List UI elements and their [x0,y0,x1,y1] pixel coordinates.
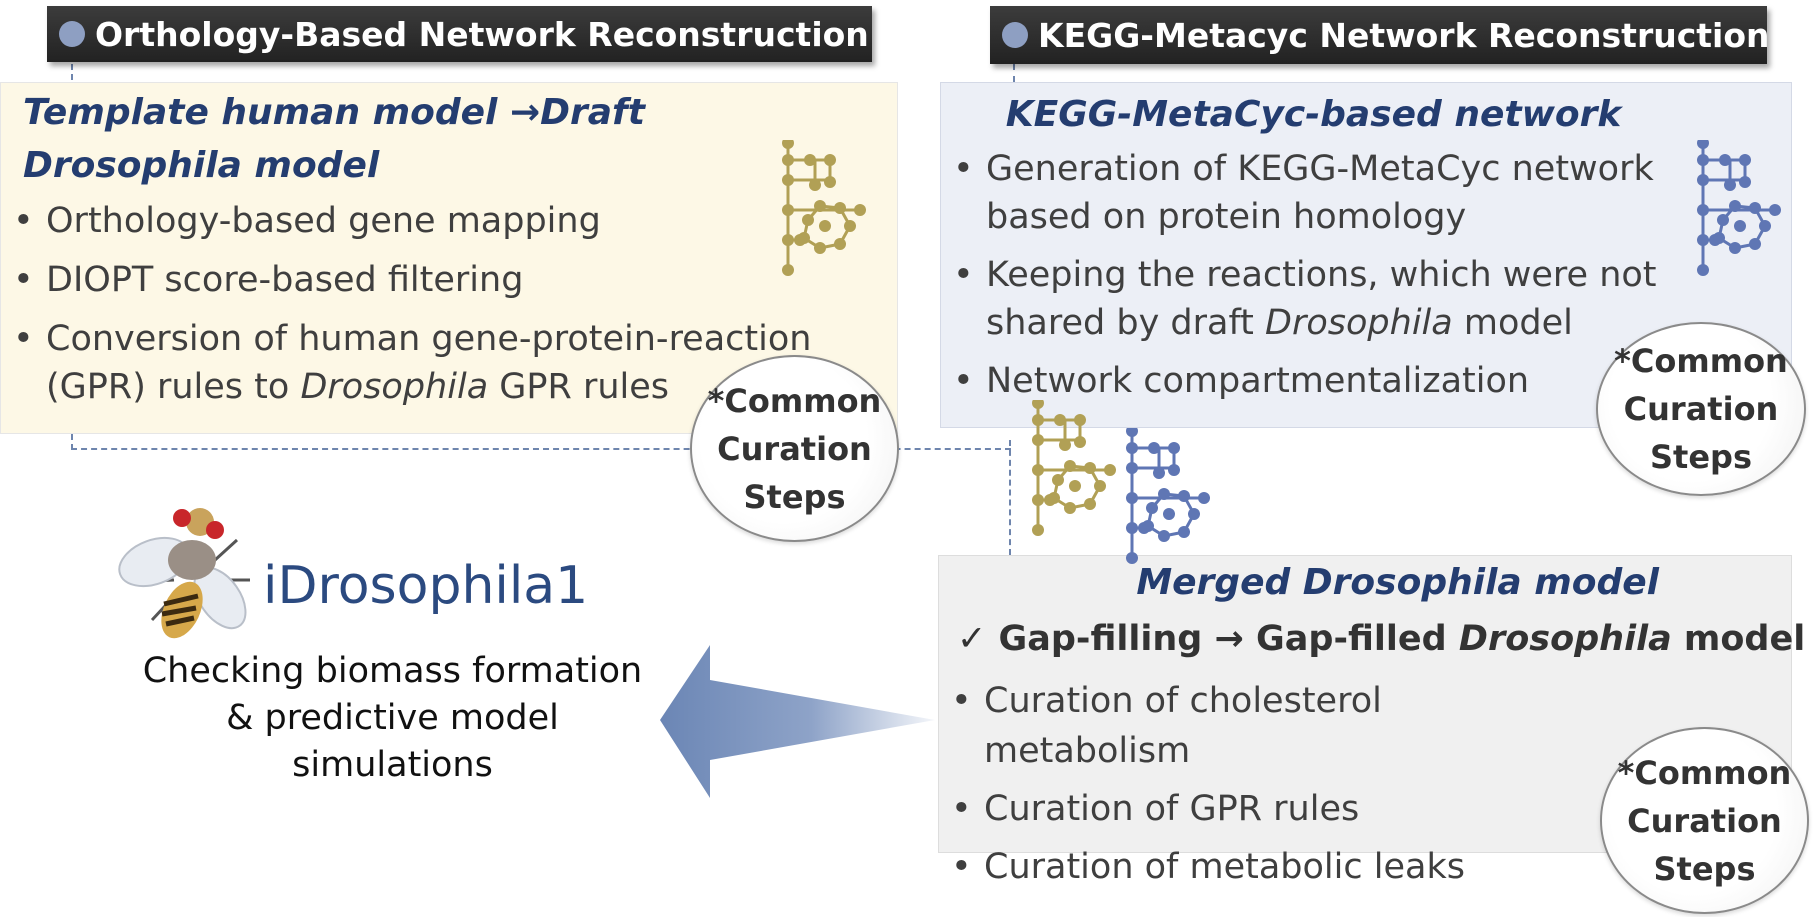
list-item: Keeping the reactions, which were not sh… [951,251,1711,347]
orthology-header-label: Orthology-Based Network Reconstruction [95,14,869,54]
bullet-dot-icon [59,21,85,47]
metabolic-network-icon [1126,428,1210,564]
list-item: Curation of cholesterol metabolism [949,676,1509,776]
metabolic-network-icon [1032,400,1116,536]
orthology-panel: Template human model →Draft Drosophila m… [0,82,898,434]
orthology-header: Orthology-Based Network Reconstruction [47,6,872,62]
curation-circle: *Common Curation Steps [690,355,899,542]
kegg-header: KEGG-Metacyc Network Reconstruction [990,6,1770,64]
connector-right-vertical [1009,440,1011,555]
kegg-header-label: KEGG-Metacyc Network Reconstruction [1038,15,1770,55]
list-item: Orthology-based gene mapping [11,197,841,245]
connector-left-horizontal [71,448,1011,450]
list-item: Curation of GPR rules [949,784,1509,834]
list-item: DIOPT score-based filtering [11,256,841,304]
list-item: Curation of metabolic leaks [949,842,1509,892]
metabolic-network-icon [1697,140,1781,276]
check-icon: ✓ [957,619,987,659]
metabolic-network-icon [782,140,866,276]
left-arrow-icon [660,645,935,798]
model-description: Checking biomass formation & predictive … [142,651,643,785]
list-item: Conversion of human gene-protein-reactio… [11,315,841,411]
model-name: iDrosophila1 [263,556,589,616]
merged-panel-title: Merged Drosophila model [1136,562,1659,603]
kegg-panel-title: KEGG-MetaCyc-based network [1005,94,1622,135]
kegg-bullets: Generation of KEGG-MetaCyc network based… [951,145,1711,405]
list-item: Network compartmentalization [951,357,1711,405]
curation-circle: *Common Curation Steps [1596,322,1806,496]
fruit-fly-icon [118,508,250,639]
merged-bullets: Curation of cholesterol metabolism Curat… [949,676,1509,892]
list-item: Generation of KEGG-MetaCyc network based… [951,145,1711,241]
bullet-dot-icon [1002,22,1028,48]
orthology-bullets: Orthology-based gene mapping DIOPT score… [11,197,841,411]
orthology-panel-title: Template human model →Draft Drosophila m… [23,92,645,186]
curation-circle: *Common Curation Steps [1600,727,1809,914]
gap-filling-line: ✓ Gap-filling → Gap-filled Drosophila mo… [957,619,1806,659]
connector-right-top [1013,64,1015,82]
